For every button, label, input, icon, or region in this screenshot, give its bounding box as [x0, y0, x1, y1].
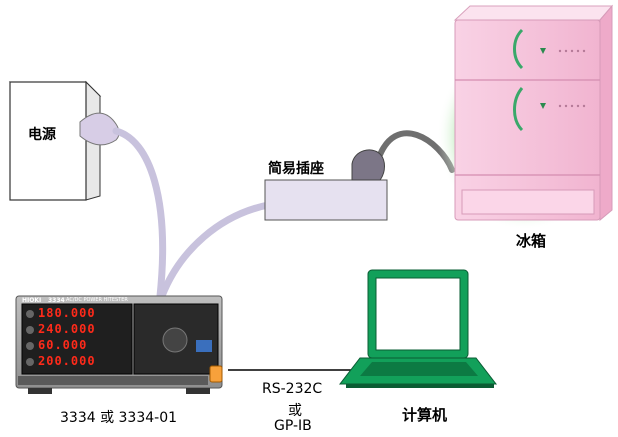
label-fridge: 冰箱: [516, 232, 547, 250]
label-interface-3: GP-IB: [274, 418, 312, 434]
label-meter-model: 3334 或 3334-01: [60, 410, 178, 426]
laptop: [338, 269, 498, 388]
fridge: [453, 4, 614, 222]
label-computer: 计算机: [402, 406, 448, 424]
meter-model: 3334: [48, 297, 65, 304]
label-interface-2: 或: [288, 403, 302, 419]
power-source-box: [8, 80, 102, 201]
meter-brand: HIOKI: [22, 297, 42, 304]
meter-readout: 200.000: [38, 354, 96, 368]
meter-subtitle: AC/DC POWER HITESTER: [66, 297, 128, 303]
power-meter: [15, 295, 223, 394]
label-power-source: 电源: [28, 127, 56, 143]
label-interface-1: RS-232C: [262, 381, 323, 397]
meter-readout: 240.000: [38, 322, 96, 336]
meter-readout: 60.000: [38, 338, 88, 352]
meter-readouts: 180.000 240.000 60.000 200.000: [38, 305, 130, 369]
label-power-strip: 简易插座: [268, 161, 324, 177]
power-strip: [264, 149, 388, 221]
meter-readout: 180.000: [38, 306, 96, 320]
strip-plug: [351, 149, 385, 181]
